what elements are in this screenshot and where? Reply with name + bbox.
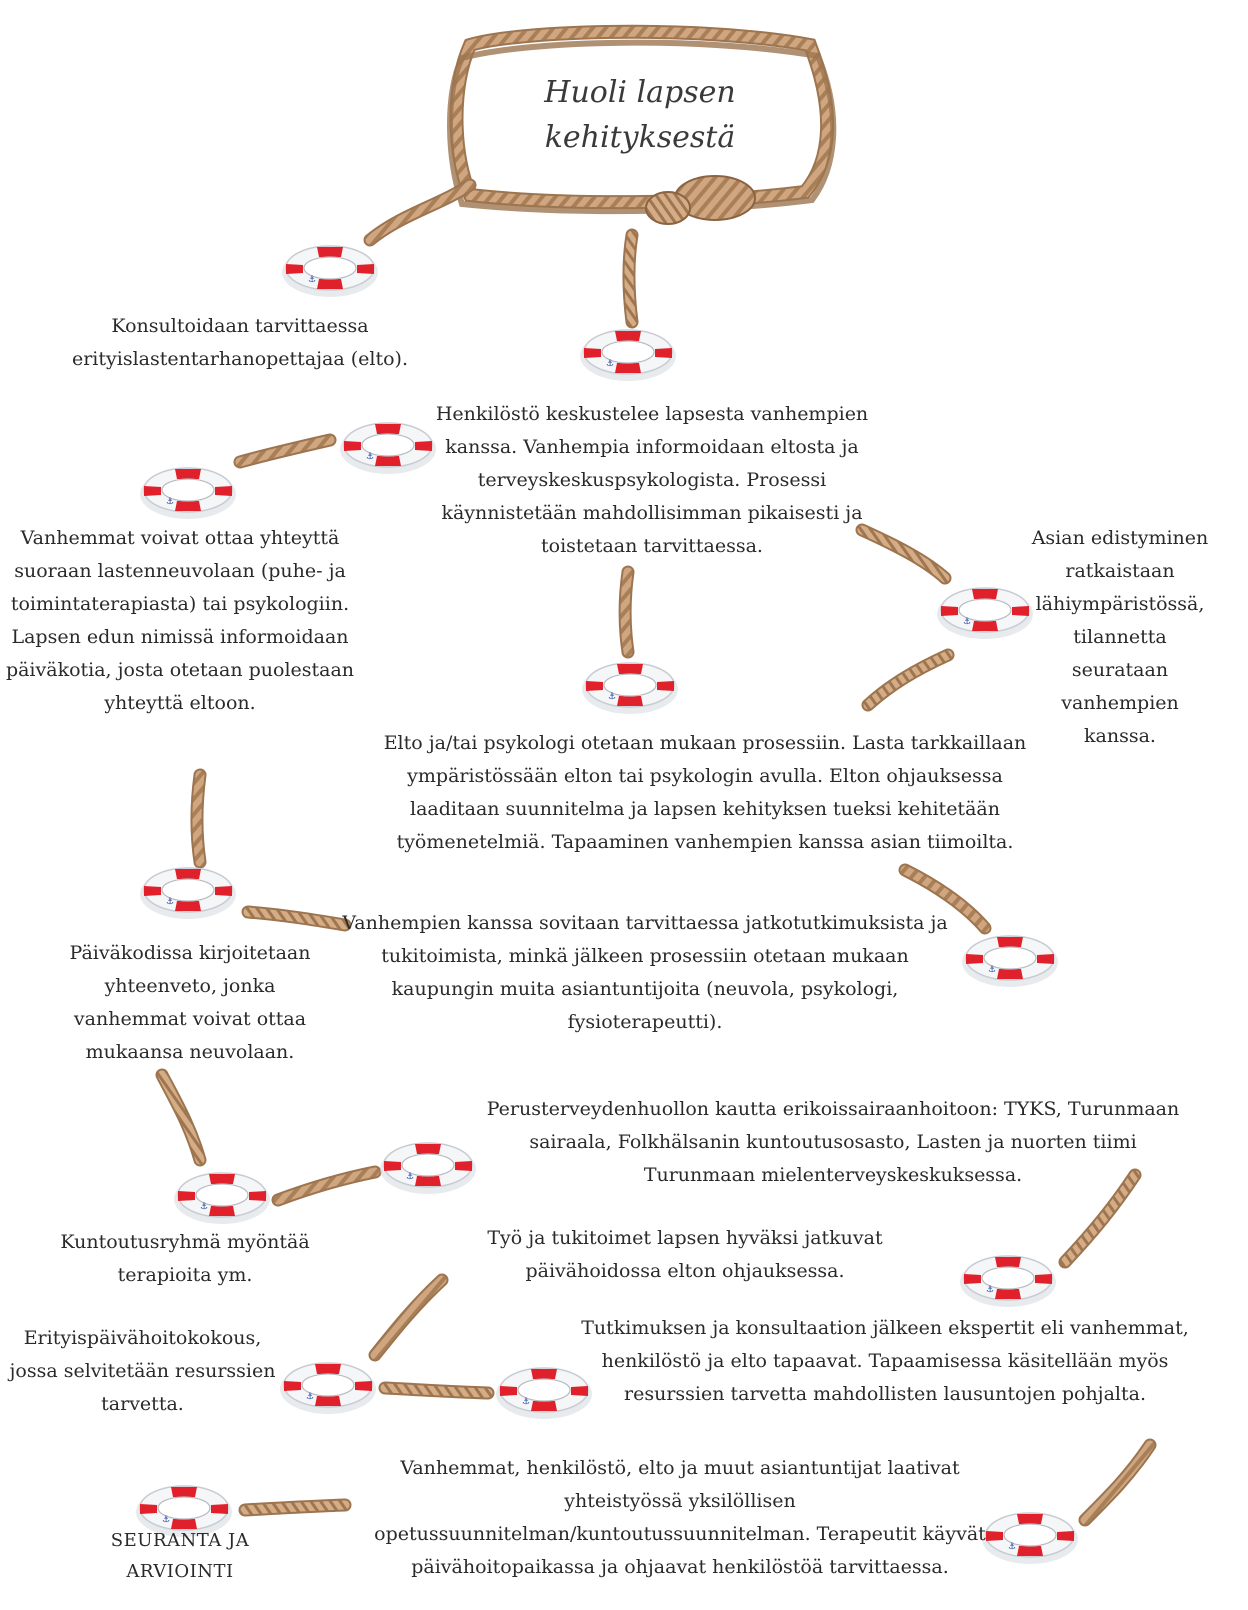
step-special-meeting: Erityispäivähoitokokous, jossa selvitetä… xyxy=(9,1327,276,1415)
step-further-studies: Vanhempien kanssa sovitaan tarvittaessa … xyxy=(342,912,948,1033)
step-parents-contact-clinic: Vanhemmat voivat ottaa yhteyttä suoraan … xyxy=(5,527,355,714)
step-local-progress: Asian edistyminen ratkaistaan lähiympäri… xyxy=(1031,527,1209,747)
step-follow-up: SEURANTA JA ARVIOINTI xyxy=(110,1530,250,1582)
lifebuoy-icon xyxy=(579,329,677,382)
lifebuoy-icon xyxy=(281,245,379,298)
step-daycare-support: Työ ja tukitoimet lapsen hyväksi jatkuva… xyxy=(487,1227,883,1282)
title-rope-frame xyxy=(447,24,837,225)
step-daycare-summary: Päiväkodissa kirjoitetaan yhteenveto, jo… xyxy=(69,942,311,1063)
step-consult-elto: Konsultoidaan tarvittaessa erityislasten… xyxy=(71,315,408,370)
step-specialist-care: Perusterveydenhuollon kautta erikoissair… xyxy=(486,1098,1180,1186)
lifebuoy-icon xyxy=(961,935,1059,988)
step-staff-discuss-parents: Henkilöstö keskustelee lapsesta vanhempi… xyxy=(435,403,869,557)
diagram-title: Huoli lapsen kehityksestä xyxy=(544,75,736,155)
step-individual-plan: Vanhemmat, henkilöstö, elto ja muut asia… xyxy=(374,1457,986,1578)
lifebuoy-icon xyxy=(936,587,1034,640)
lifebuoy-icon xyxy=(581,662,679,715)
lifebuoy-icon xyxy=(173,1172,271,1225)
step-experts-meet: Tutkimuksen ja konsultaation jälkeen eks… xyxy=(581,1317,1189,1405)
lifebuoy-icon xyxy=(959,1255,1057,1308)
lifebuoy-icon xyxy=(139,467,237,520)
step-rehab-group: Kuntoutusryhmä myöntää terapioita ym. xyxy=(60,1231,310,1286)
step-elto-psychologist: Elto ja/tai psykologi otetaan mukaan pro… xyxy=(383,732,1027,853)
rope-connectors xyxy=(155,178,1157,1527)
lifebuoy-icon xyxy=(379,1142,477,1195)
lifebuoy-icon xyxy=(279,1362,377,1415)
lifebuoy-icon xyxy=(139,867,237,920)
